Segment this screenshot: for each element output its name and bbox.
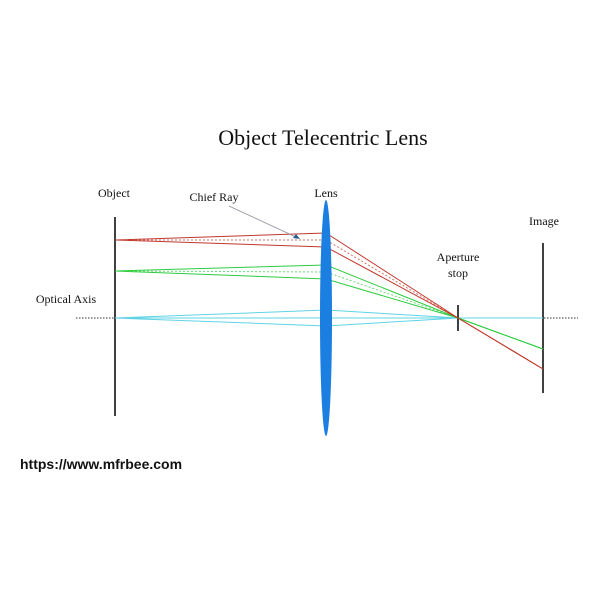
image-label: Image [529, 214, 559, 228]
chief-ray-arrowhead-icon [293, 234, 300, 239]
diagram-title: Object Telecentric Lens [218, 125, 427, 150]
lens-ellipse [320, 200, 332, 436]
red-ray-bundle [114, 232, 544, 370]
optical-axis-label: Optical Axis [36, 292, 97, 306]
green-chief-ray [114, 270, 544, 350]
aperture-label-line1: Aperture [437, 250, 480, 264]
chief-ray-label: Chief Ray [190, 190, 239, 204]
red-chief-ray [115, 239, 544, 370]
aperture-label-line2: stop [448, 266, 468, 280]
website-url: https://www.mfrbee.com [20, 456, 183, 472]
lens-label: Lens [314, 186, 338, 200]
green-ray-bundle [114, 264, 544, 350]
chief-ray-pointer-line [228, 205, 299, 239]
object-label: Object [98, 186, 131, 200]
